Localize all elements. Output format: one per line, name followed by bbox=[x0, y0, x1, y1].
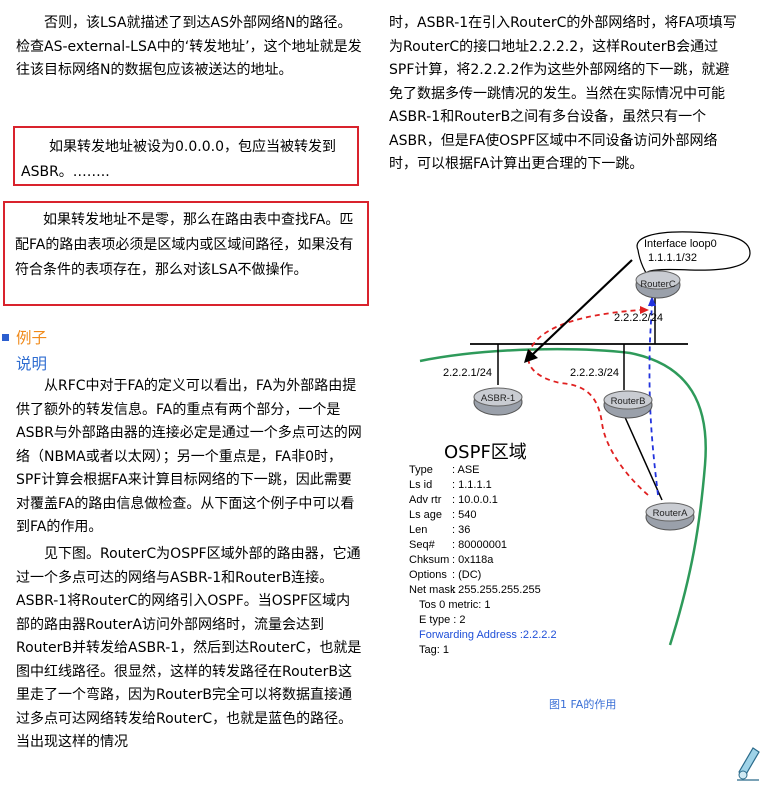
router-c-ip: 2.2.2.2/24 bbox=[614, 312, 663, 324]
fa-network-diagram: Interface loop0 1.1.1.1/32 RouterC 2.2.2… bbox=[409, 231, 751, 656]
decorative-corner-icon bbox=[737, 747, 760, 781]
asbr-ip: 2.2.2.1/24 bbox=[443, 367, 492, 379]
box-text-nonzero: 如果转发地址不是零，那么在路由表中查找FA。匹配FA的路由表项必须是区域内或区域… bbox=[15, 212, 354, 278]
black-arrowhead bbox=[524, 349, 538, 363]
callout-line2: 1.1.1.1/32 bbox=[648, 252, 697, 264]
box-text-zero: 如果转发地址被设为0.0.0.0，包应当被转发到ASBR。…….. bbox=[21, 139, 336, 180]
lsa-val-seq: : 80000001 bbox=[452, 539, 507, 551]
asbr-label: ASBR-1 bbox=[481, 393, 515, 404]
lsa-val-lsid: : 1.1.1.1 bbox=[452, 479, 492, 491]
router-a-icon: RouterA bbox=[645, 502, 695, 531]
router-b-icon: RouterB bbox=[603, 390, 653, 419]
highlight-box-nonzero-address: 如果转发地址不是零，那么在路由表中查找FA。匹配FA的路由表项必须是区域内或区域… bbox=[3, 201, 369, 306]
lsa-key-len: Len bbox=[409, 524, 427, 536]
lsa-key-lsage: Ls age bbox=[409, 509, 442, 521]
lsa-val-advrtr: : 10.0.0.1 bbox=[452, 494, 498, 506]
link-routera bbox=[623, 414, 663, 501]
section-explain-title: 说明 bbox=[16, 355, 48, 373]
router-c-icon: RouterC bbox=[635, 270, 681, 299]
lsa-key-type: Type bbox=[409, 464, 433, 476]
lsa-val-type: : ASE bbox=[452, 464, 480, 476]
lsa-key-advrtr: Adv rtr bbox=[409, 494, 442, 506]
red-detour-path bbox=[527, 309, 649, 496]
router-c-label: RouterC bbox=[640, 279, 676, 290]
asbr-router-icon: ASBR-1 bbox=[473, 387, 523, 416]
highlight-box-zero-address: 如果转发地址被设为0.0.0.0，包应当被转发到ASBR。…….. bbox=[13, 126, 359, 186]
lsa-val-options: : (DC) bbox=[452, 569, 481, 581]
figure-caption: 图1 FA的作用 bbox=[549, 698, 617, 711]
paragraph-intro: 否则，该LSA就描述了到达AS外部网络N的路径。检查AS-external-LS… bbox=[16, 15, 362, 78]
black-arrow bbox=[531, 259, 633, 356]
lsa-key-netmask: Net mask bbox=[409, 584, 456, 596]
section-example-title: 例子 bbox=[16, 329, 48, 347]
paragraph-fa-explanation: 时，ASBR-1在引入RouterC的外部网络时，将FA项填写为RouterC的… bbox=[389, 15, 737, 172]
router-b-ip: 2.2.2.3/24 bbox=[570, 367, 619, 379]
lsa-field-list: Type : ASE Ls id : 1.1.1.1 Adv rtr : 10.… bbox=[409, 464, 557, 656]
lsa-key-chksum: Chksum bbox=[409, 554, 449, 566]
lsa-val-netmask: : 255.255.255.255 bbox=[452, 584, 541, 596]
lsa-val-len: : 36 bbox=[452, 524, 470, 536]
lsa-tag: Tag: 1 bbox=[419, 644, 449, 656]
lsa-etype: E type : 2 bbox=[419, 614, 465, 626]
router-a-label: RouterA bbox=[653, 508, 689, 519]
lsa-val-chksum: : 0x118a bbox=[452, 554, 494, 566]
router-b-label: RouterB bbox=[611, 396, 646, 407]
blue-arrowhead bbox=[648, 296, 656, 306]
paragraph-see-figure: 见下图。RouterC为OSPF区域外部的路由器，它通过一个多点可达的网络与AS… bbox=[16, 546, 362, 750]
lsa-forwarding-address: Forwarding Address :2.2.2.2 bbox=[419, 629, 557, 641]
ospf-area-title: OSPF区域 bbox=[444, 442, 527, 463]
bullet-icon bbox=[2, 334, 9, 341]
paragraph-fa-definition: 从RFC中对于FA的定义可以看出，FA为外部路由提供了额外的转发信息。FA的重点… bbox=[16, 378, 362, 535]
ospf-area-boundary bbox=[419, 347, 707, 646]
callout-line1: Interface loop0 bbox=[644, 238, 717, 250]
lsa-key-options: Options bbox=[409, 569, 447, 581]
lsa-key-seq: Seq# bbox=[409, 539, 436, 551]
lsa-key-lsid: Ls id bbox=[409, 479, 432, 491]
red-arrowhead bbox=[640, 306, 649, 314]
blue-direct-path bbox=[648, 302, 659, 496]
lsa-val-lsage: : 540 bbox=[452, 509, 476, 521]
lsa-tos: Tos 0 metric: 1 bbox=[419, 599, 491, 611]
